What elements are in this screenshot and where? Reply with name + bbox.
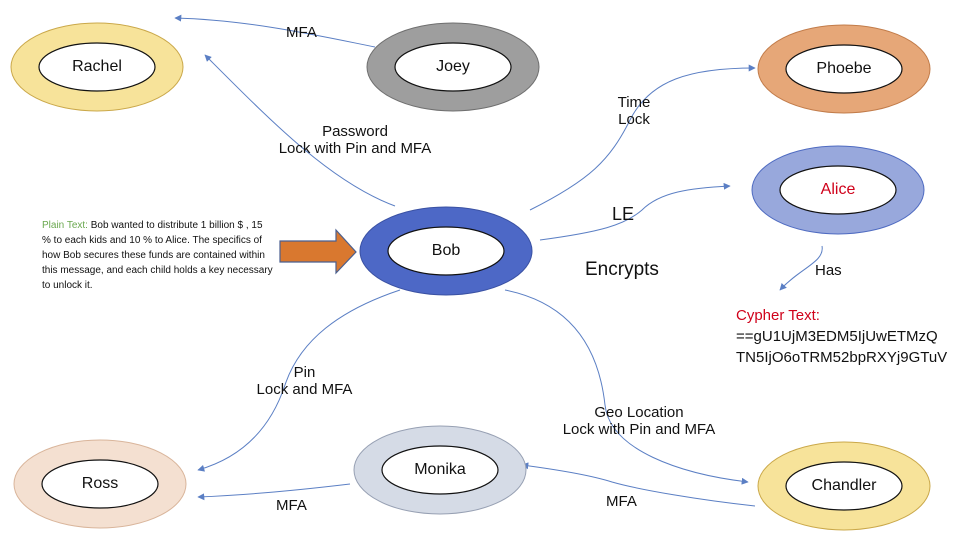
plain-text-block: Plain Text: Bob wanted to distribute 1 b…	[42, 218, 274, 293]
edge-bob-chandler	[504, 289, 749, 485]
node-label-phoebe: Phoebe	[816, 60, 872, 77]
edge-label-le: LE	[612, 204, 635, 224]
node-label-monika: Monika	[414, 461, 466, 478]
node-joey	[366, 22, 540, 112]
edge-label-pin-line2: Lock and MFA	[256, 381, 353, 398]
edge-label-pin-lock: Pin Lock and MFA	[232, 364, 377, 398]
node-label-bob: Bob	[431, 242, 461, 259]
edge-label-geo-location: Geo Location Lock with Pin and MFA	[548, 404, 730, 438]
edge-label-time-lock: Time Lock	[606, 94, 662, 128]
edge-label-pin-line1: Pin	[293, 364, 316, 381]
node-ross	[13, 439, 187, 529]
node-label-chandler: Chandler	[811, 477, 877, 494]
node-label-alice: Alice	[820, 181, 856, 198]
node-phoebe	[757, 24, 931, 114]
edge-label-mfa-chandler-monika: MFA	[606, 493, 637, 510]
edge-label-has: Has	[815, 262, 842, 279]
node-alice	[751, 145, 925, 235]
edge-bob-alice	[539, 182, 731, 241]
node-monika	[353, 425, 527, 515]
edge-joey-rachel	[174, 14, 376, 48]
edge-monika-ross	[197, 483, 351, 501]
edge-label-mfa-joey-rachel: MFA	[286, 24, 317, 41]
cypher-text-line2: TN5IjO6oTRM52bpRXYj9GTuV	[736, 349, 948, 366]
node-chandler	[757, 441, 931, 531]
cypher-text-line1: ==gU1UjM3EDM5IjUwETMzQ	[736, 328, 938, 345]
node-label-joey: Joey	[436, 58, 470, 75]
edge-label-time-line2: Lock	[618, 111, 650, 128]
edge-label-mfa-monika-ross: MFA	[276, 497, 307, 514]
edge-label-encrypts: Encrypts	[585, 259, 659, 280]
edge-label-time-line1: Time	[617, 94, 651, 111]
edge-label-password-line1: Password	[322, 123, 388, 140]
node-label-rachel: Rachel	[72, 58, 122, 75]
edge-label-password-line2: Lock with Pin and MFA	[278, 140, 432, 157]
edge-alice-has	[779, 245, 823, 291]
node-label-ross: Ross	[81, 475, 119, 492]
edge-bob-ross	[197, 289, 401, 472]
plain-text-body: Bob wanted to distribute 1 billion $ , 1…	[42, 220, 273, 291]
plain-text-label: Plain Text:	[42, 220, 88, 231]
block-arrow	[279, 228, 357, 275]
cypher-text-label: Cypher Text:	[736, 307, 820, 324]
edge-label-geo-line2: Lock with Pin and MFA	[562, 421, 716, 438]
node-rachel	[10, 22, 184, 112]
edge-label-geo-line1: Geo Location	[594, 404, 684, 421]
edge-chandler-monika	[521, 462, 756, 507]
edge-bob-rachel	[204, 54, 396, 207]
edge-bob-phoebe	[529, 64, 756, 211]
cypher-text-block: Cypher Text: ==gU1UjM3EDM5IjUwETMzQ TN5I…	[736, 305, 947, 368]
edge-label-password: Password Lock with Pin and MFA	[265, 123, 445, 157]
node-bob	[359, 206, 533, 296]
